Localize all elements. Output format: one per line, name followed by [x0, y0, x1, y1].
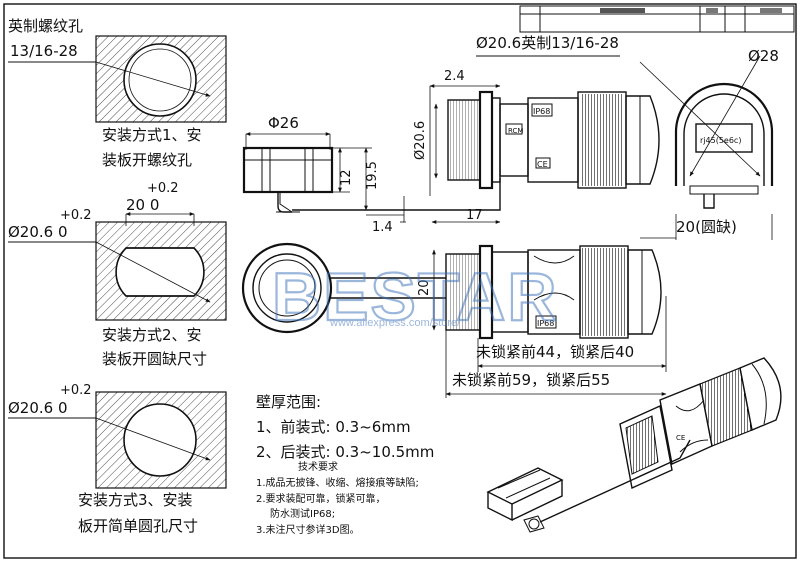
cap-side-view: Φ26 12 19.5 1.4 17: [242, 114, 501, 235]
cap-h195-label: 19.5: [365, 161, 380, 190]
front-dia-label: Ø28: [748, 47, 779, 65]
wall-front: 1、前装式: 0.3~6mm: [256, 418, 411, 436]
cap-d17-label: 17: [466, 208, 483, 223]
title-block: [519, 5, 795, 33]
side-ip68-label: IP68: [533, 107, 550, 116]
method1-caption-line2: 装板开螺纹孔: [102, 151, 192, 169]
method3-tol: +0.2: [60, 383, 92, 398]
watermark: BESTAR www.aliexpress.com/store/: [271, 258, 559, 336]
method3-caption-line2: 板开简单圆孔尺寸: [78, 517, 198, 535]
wall-thickness-block: 壁厚范围: 1、前装式: 0.3~6mm 2、后装式: 0.3~10.5mm: [256, 393, 434, 461]
side-thread-label: Ø20.6英制13/16-28: [476, 34, 619, 52]
fside-ip68-label: IP68: [537, 319, 554, 328]
method1-heading-line1: 英制螺纹孔: [8, 17, 83, 35]
drawing-border: [3, 3, 797, 559]
method2-tol-top: +0.2: [147, 181, 179, 196]
method2-dim-dia: Ø20.6 0: [8, 223, 68, 241]
connector-front-view: Ø28 rj45(5e6c) 20(圆缺): [639, 47, 779, 240]
side-rcm-label: RCM: [508, 127, 523, 135]
method2-caption-line2: 装板开圆缺尺寸: [102, 350, 207, 368]
side-ce-label: CE: [537, 160, 548, 169]
side-d24-label: 2.4: [444, 69, 465, 84]
method2-dim-width: 20 0: [126, 196, 159, 214]
watermark-url: www.aliexpress.com/store/: [329, 317, 461, 329]
method3-group: +0.2 Ø20.6 0 安装方式3、安装 板开简单圆孔尺寸: [8, 383, 227, 535]
fside-d20-label: 20: [417, 279, 432, 296]
method2-tol-left: +0.2: [60, 208, 92, 223]
cap-h12-label: 12: [339, 169, 354, 186]
method1-caption-line1: 安装方式1、安: [102, 126, 202, 144]
method3-caption-line1: 安装方式3、安装: [78, 491, 193, 509]
watermark-brand: BESTAR: [272, 259, 559, 335]
tech-title: 技术要求: [298, 460, 338, 473]
tech-requirements-block: 技术要求 1.成品无披锋、收缩、熔接痕等缺陷; 2.要求装配可靠，锁紧可靠， 防…: [256, 460, 419, 536]
iso-ce-label: CE: [676, 434, 685, 442]
fside-len1-label: 未锁紧前44，锁紧后40: [476, 343, 634, 361]
cap-top-view: [241, 242, 446, 334]
cap-dia-label: Φ26: [268, 114, 299, 132]
front-plate-label: rj45(5e6c): [700, 136, 741, 145]
method3-dim-dia: Ø20.6 0: [8, 399, 68, 417]
connector-side-view: Ø20.6英制13/16-28 2.4 Ø20.6 RCM IP68 CE: [413, 34, 660, 196]
method1-heading-line2: 13/16-28: [10, 42, 78, 60]
wall-title: 壁厚范围:: [256, 393, 321, 411]
tech-item2: 2.要求装配可靠，锁紧可靠，: [256, 492, 386, 505]
connector-3d-view: CE: [486, 357, 782, 533]
tech-item1: 1.成品无披锋、收缩、熔接痕等缺陷;: [256, 476, 419, 489]
front-notch-label: 20(圆缺): [676, 218, 737, 236]
fside-len2-label: 未锁紧前59，锁紧后55: [452, 371, 610, 389]
tech-item3: 3.未注尺寸参详3D图。: [256, 523, 360, 536]
connector-front-side-view: 20 IP68 未锁紧前44，锁紧后40 未锁紧前59，锁紧后55: [417, 244, 667, 398]
tech-item2b: 防水测试IP68;: [270, 507, 335, 520]
method1-group: 英制螺纹孔 13/16-28 安装方式1、安 装板开螺纹孔: [8, 17, 227, 169]
method2-group: +0.2 20 0 +0.2 Ø20.6 0 安装方式2、安 装板开圆缺尺寸: [8, 181, 227, 368]
wall-back: 2、后装式: 0.3~10.5mm: [256, 443, 434, 461]
cap-d14-label: 1.4: [372, 220, 393, 235]
side-d206-label: Ø20.6: [413, 121, 428, 160]
method2-caption-line1: 安装方式2、安: [102, 326, 202, 344]
